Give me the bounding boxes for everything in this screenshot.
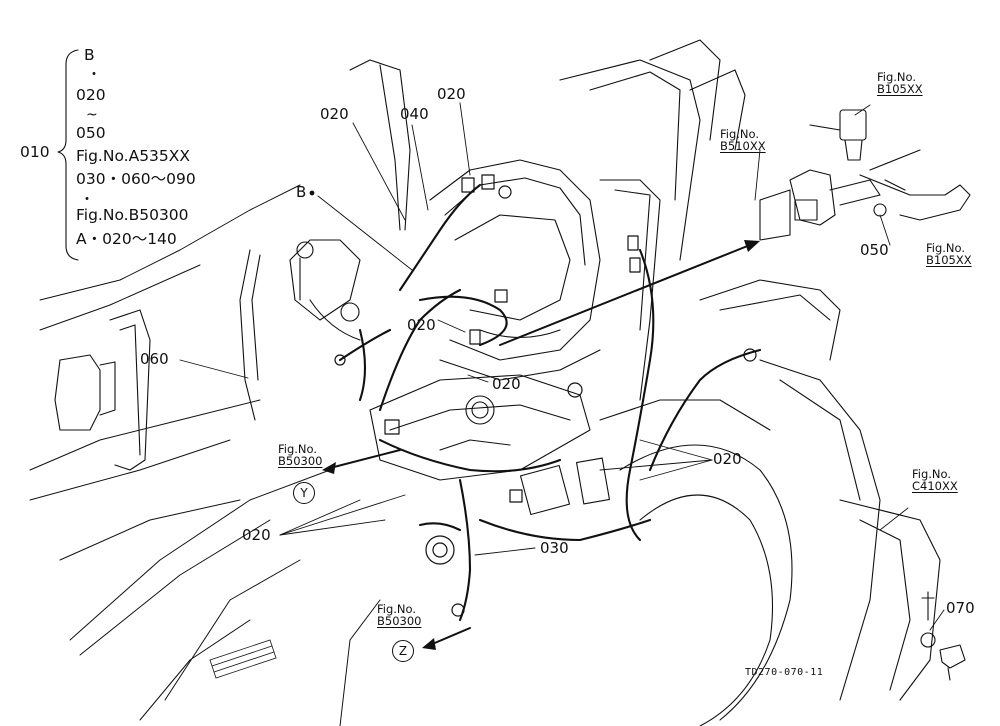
figref-title: Fig.No. [877,70,917,84]
figref-title: Fig.No. [278,442,318,456]
figref-b105-right[interactable]: Fig.No. B105XX [926,242,972,266]
callout-060: 060 [140,350,169,368]
figref-title: Fig.No. [377,602,417,616]
callout-030: 030 [540,539,569,557]
figref-title: Fig.No. [912,467,952,481]
figref-number: B105XX [926,253,972,268]
rollbar-frame [349,39,746,401]
callout-020: 020 [407,316,436,334]
seat-outline [429,159,601,381]
view-marker-z[interactable]: Z [392,640,414,662]
figref-b503-y[interactable]: Fig.No. B50300 [278,443,322,467]
wiring-harness [338,183,762,622]
legend-line-050: 050 [76,124,106,142]
callout-050: 050 [860,241,889,259]
legend-tilde: ~ [86,107,98,123]
callout-040: 040 [400,105,429,123]
connectors [334,174,757,617]
legend-dot-2: ・ [80,192,94,208]
callout-020: 020 [242,526,271,544]
callout-b-marker: B [296,183,307,201]
center-console [369,374,610,516]
figref-b105-top[interactable]: Fig.No. B105XX [877,71,923,95]
leader-lines [179,102,945,631]
callout-020: 020 [320,105,349,123]
figref-title: Fig.No. [926,241,966,255]
legend-line-fig-a535: Fig.No.A535XX [76,147,191,165]
legend-dot: ・ [87,67,101,83]
legend-line-020: 020 [76,86,106,104]
legend-label-010: 010 [20,143,50,161]
view-marker-y[interactable]: Y [293,482,315,504]
figref-number: B105XX [877,82,923,97]
drawing-code: TD270-070-11 [745,667,824,678]
figref-number: B50300 [278,454,323,469]
figref-b503-z[interactable]: Fig.No. B50300 [377,603,421,627]
left-lamp [54,309,151,471]
callout-020: 020 [492,375,521,393]
legend-line-b: B [84,46,95,64]
switch-assembly-detail [759,109,971,241]
legend-line-range: A・020～140 [76,230,177,248]
figref-title: Fig.No. [720,127,760,141]
callout-020: 020 [713,450,742,468]
figref-c410[interactable]: Fig.No. C410XX [912,468,958,492]
figref-number: C410XX [912,479,958,494]
fender-outline-right [599,279,941,726]
bolt-detail [920,591,966,681]
control-levers [239,239,361,421]
legend-line-fig-b503: Fig.No.B50300 [76,206,189,224]
floor-grille [209,639,277,679]
fender-outline-left [29,184,381,726]
legend-line-parts: 030・060～090 [76,170,196,188]
figref-number: B510XX [720,139,766,154]
figref-number: B50300 [377,614,422,629]
figref-b510[interactable]: Fig.No. B510XX [720,128,766,152]
legend-brace [57,49,79,261]
reference-arrows [329,244,751,646]
callout-070: 070 [946,599,975,617]
callout-020: 020 [437,85,466,103]
